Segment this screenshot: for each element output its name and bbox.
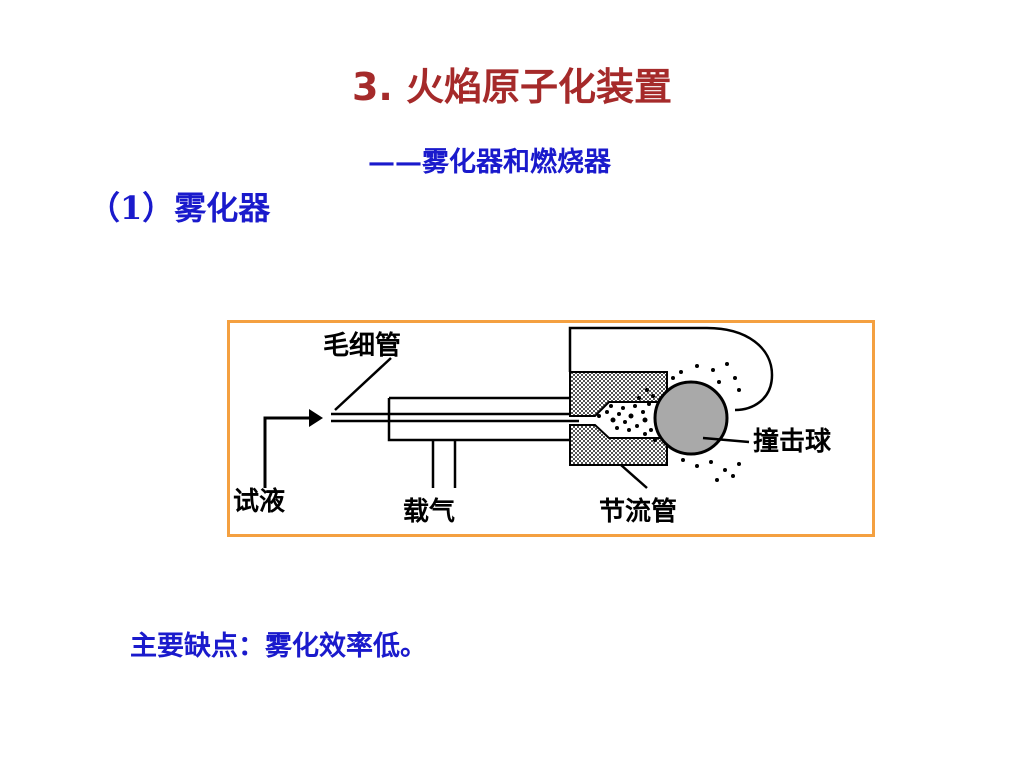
chamber-housing [568, 326, 774, 412]
label-impact-ball: 撞击球 [753, 427, 832, 457]
sample-inflow-arrow [263, 416, 309, 488]
capillary-leader [334, 357, 392, 411]
label-sample: 试液 [233, 487, 285, 517]
slide-subtitle: ——雾化器和燃烧器 [368, 147, 611, 178]
throttle-tube-top [569, 371, 668, 417]
label-capillary: 毛细管 [323, 330, 401, 361]
label-carrier-gas: 载气 [403, 496, 455, 527]
drawback-note: 主要缺点：雾化效率低。 [130, 631, 427, 662]
section-heading: （1）雾化器 [88, 189, 271, 227]
diagram-frame [227, 320, 875, 537]
label-throttle-tube: 节流管 [599, 497, 677, 527]
spray-droplets [597, 362, 741, 482]
throttle-tube-leader [620, 464, 648, 489]
impact-ball-leader [702, 436, 750, 444]
impact-ball [653, 380, 729, 456]
slide-title: 3. 火焰原子化装置 [351, 65, 673, 109]
arrow-head [309, 409, 323, 427]
nebulizer-diagram: 毛细管 试液 载气 节流管 撞击球 [227, 320, 875, 537]
